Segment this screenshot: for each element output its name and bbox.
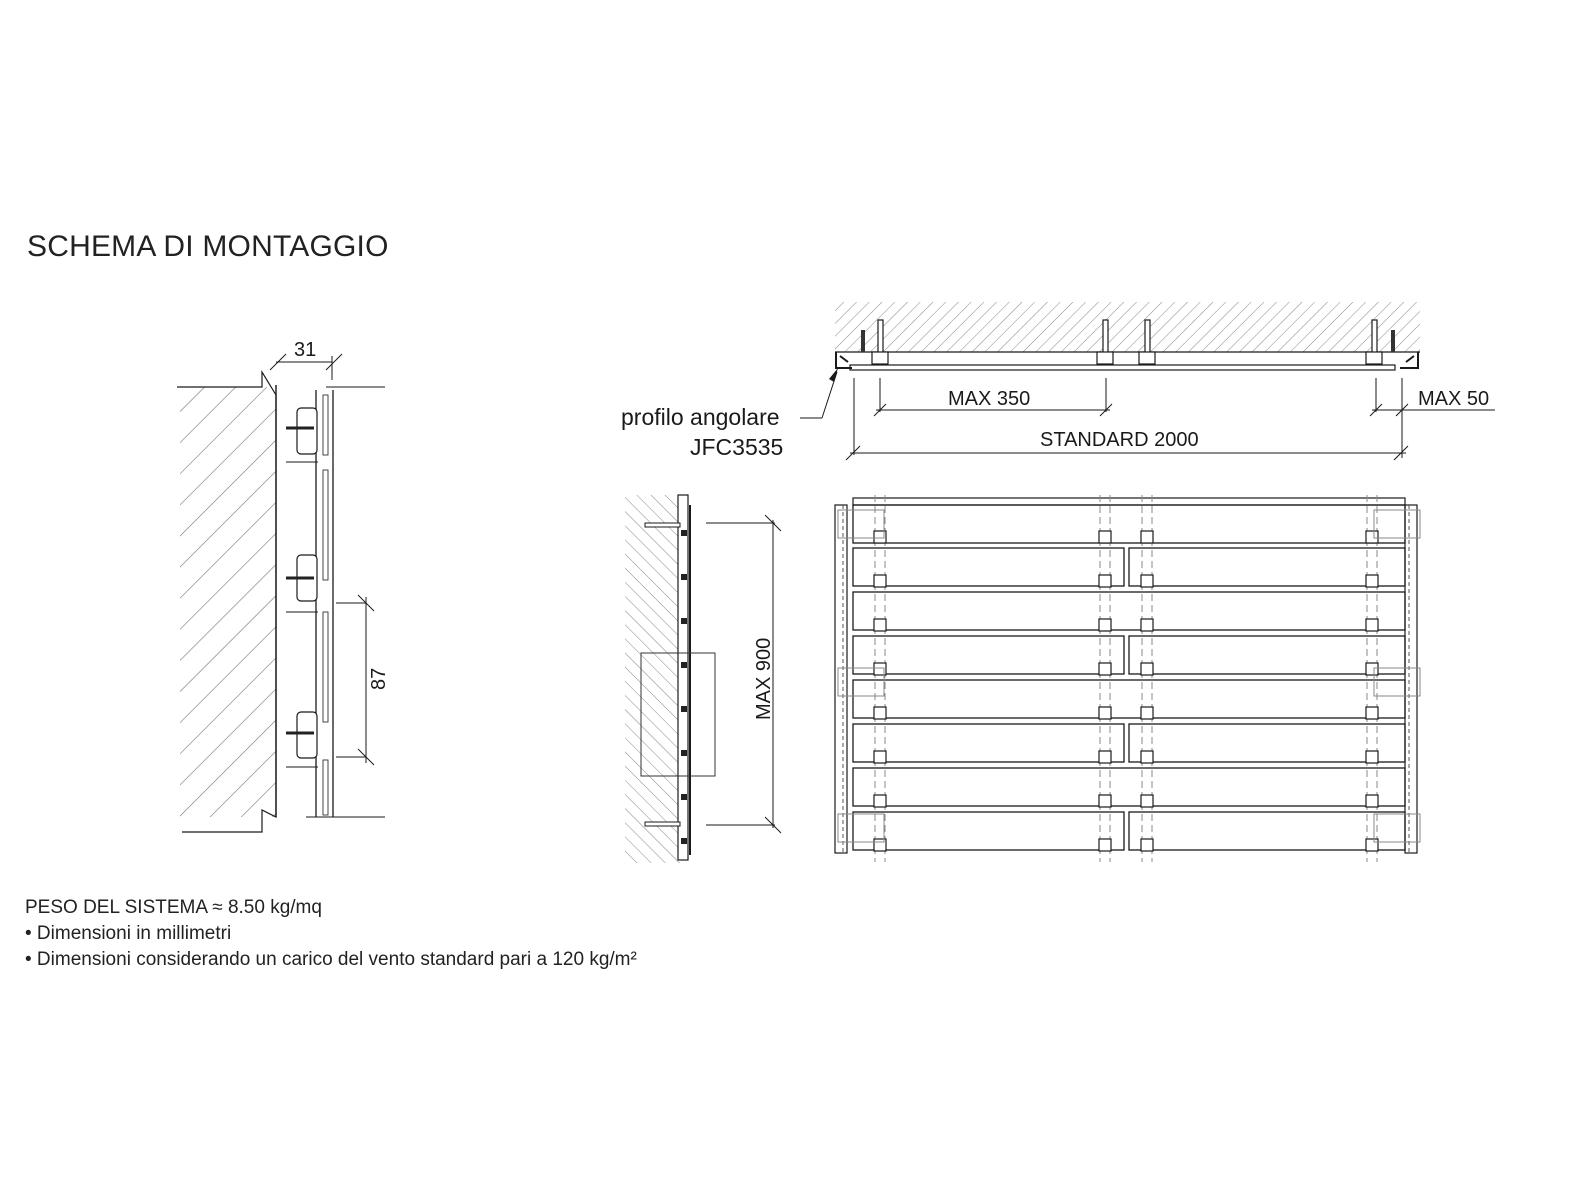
clip-brackets [873,530,1379,852]
dim-depth-label: 31 [294,339,316,361]
plan-view: profilo angolare JFC3535 MAX 350 MAX 50 … [621,302,1495,461]
dim-max-height: MAX 900 [753,638,775,720]
dim-max-spacing: MAX 350 [948,388,1030,410]
profile-label-line2: JFC3535 [690,434,783,460]
system-weight: PESO DEL SISTEMA ≈ 8.50 kg/mq [25,897,322,918]
bracket-screw [296,407,318,759]
note-item: • Dimensioni in millimetri [25,923,232,944]
panel-rows [852,504,1406,851]
dim-max-edge: MAX 50 [1418,388,1489,410]
vertical-rails [874,495,1378,862]
elevation-view [834,495,1421,862]
side-view: MAX 900 [625,494,782,863]
notes: PESO DEL SISTEMA ≈ 8.50 kg/mq • Dimensio… [25,895,637,973]
dim-standard-length: STANDARD 2000 [1040,429,1199,451]
section-detail: 31 87 [177,339,390,833]
wall-hatch [180,387,276,817]
page-title: SCHEMA DI MONTAGGIO [27,230,389,263]
ceiling-hatch [835,302,1420,352]
side-wall-hatch [625,495,680,863]
dim-pitch-label: 87 [368,668,390,690]
note-item: • Dimensioni considerando un carico del … [25,949,637,970]
profile-label-line1: profilo angolare [621,404,780,430]
